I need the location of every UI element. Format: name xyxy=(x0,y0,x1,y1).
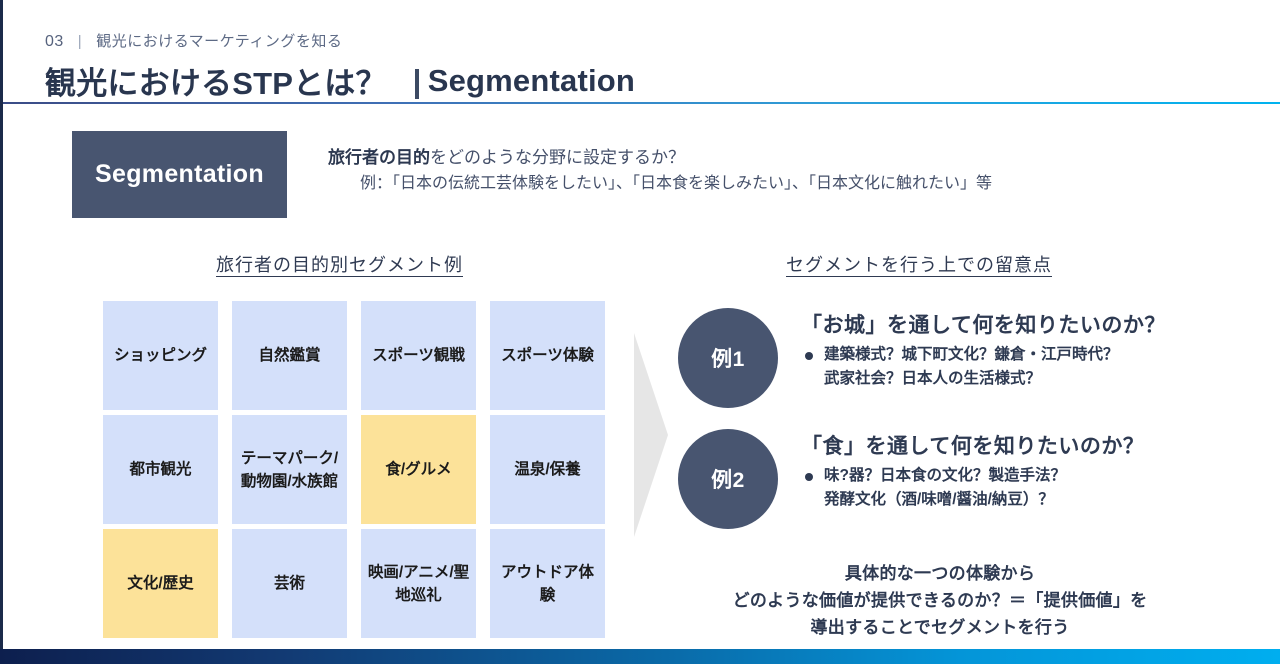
example-body: 「食」を通して何を知りたいのか？ 味?器？日本食の文化？製造手法？ 発酵文化（酒… xyxy=(801,429,1144,512)
title-divider-bar xyxy=(414,68,419,99)
page-title-sub: Segmentation xyxy=(427,62,636,98)
example-bullet-group: 味?器？日本食の文化？製造手法？ 発酵文化（酒/味噌/醤油/納豆）？ xyxy=(801,464,1144,512)
segmentation-description: 旅行者の目的をどのような分野に設定するか？ 例：「日本の伝統工芸体験をしたい」、… xyxy=(328,145,992,197)
section-label: 観光におけるマーケティングを知る xyxy=(96,33,343,50)
conclusion-text: 具体的な一つの体験から どのような価値が提供できるのか？＝「提供価値」を 導出す… xyxy=(660,560,1220,641)
example-badge: 例2 xyxy=(678,429,778,529)
segment-cell[interactable]: 温泉/保養 xyxy=(490,415,605,524)
right-panel-heading: セグメントを行う上での留意点 xyxy=(786,255,1052,275)
example-badge-label: 例1 xyxy=(711,348,745,371)
example-detail: 建築様式？城下町文化？鎌倉・江戸時代？ 武家社会？日本人の生活様式？ xyxy=(824,343,1119,391)
example-bullet-group: 建築様式？城下町文化？鎌倉・江戸時代？ 武家社会？日本人の生活様式？ xyxy=(801,343,1166,391)
segment-cell[interactable]: アウトドア体験 xyxy=(490,529,605,638)
segmentation-example: 例：「日本の伝統工芸体験をしたい」、「日本食を楽しみたい」、「日本文化に触れたい… xyxy=(360,175,993,192)
right-arrow-icon xyxy=(634,333,668,537)
breadcrumb-separator: | xyxy=(77,33,83,50)
segment-grid: ショッピング 自然鑑賞 スポーツ観戦 スポーツ体験 都市観光 テーマパーク/動物… xyxy=(103,301,605,638)
bullet-dot-icon xyxy=(805,473,813,481)
example-detail-line: 発酵文化（酒/味噌/醤油/納豆）？ xyxy=(824,491,1054,508)
segmentation-question: 旅行者の目的をどのような分野に設定するか？ xyxy=(328,145,992,171)
example-detail-line: 武家社会？日本人の生活様式？ xyxy=(824,370,1042,387)
example-title: 「食」を通して何を知りたいのか？ xyxy=(801,435,1145,458)
left-panel-heading: 旅行者の目的別セグメント例 xyxy=(216,255,463,275)
example-badge-label: 例2 xyxy=(711,469,745,492)
page-title-main: 観光におけるSTPとは？ xyxy=(45,66,387,101)
example-detail: 味?器？日本食の文化？製造手法？ 発酵文化（酒/味噌/醤油/納豆）？ xyxy=(824,464,1066,512)
segment-cell[interactable]: 映画/アニメ/聖地巡礼 xyxy=(361,529,476,638)
example-item: 例1 「お城」を通して何を知りたいのか？ 建築様式？城下町文化？鎌倉・江戸時代？… xyxy=(678,308,1166,408)
example-detail-line: 味?器？日本食の文化？製造手法？ xyxy=(824,467,1066,484)
segment-cell[interactable]: スポーツ観戦 xyxy=(361,301,476,410)
bullet-dot-icon xyxy=(805,352,813,360)
segment-cell[interactable]: 都市観光 xyxy=(103,415,218,524)
left-edge-accent xyxy=(0,0,3,664)
segment-cell-highlighted[interactable]: 食/グルメ xyxy=(361,415,476,524)
conclusion-line: 具体的な一つの体験から xyxy=(844,564,1036,583)
segment-cell[interactable]: ショッピング xyxy=(103,301,218,410)
segment-cell[interactable]: スポーツ体験 xyxy=(490,301,605,410)
segment-cell-highlighted[interactable]: 文化/歴史 xyxy=(103,529,218,638)
example-item: 例2 「食」を通して何を知りたいのか？ 味?器？日本食の文化？製造手法？ 発酵文… xyxy=(678,429,1144,529)
conclusion-line: 導出することでセグメントを行う xyxy=(810,618,1070,637)
section-number: 03 xyxy=(45,33,64,50)
segmentation-badge-label: Segmentation xyxy=(95,160,264,188)
example-body: 「お城」を通して何を知りたいのか？ 建築様式？城下町文化？鎌倉・江戸時代？ 武家… xyxy=(801,308,1166,391)
example-badge: 例1 xyxy=(678,308,778,408)
segmentation-question-bold: 旅行者の目的 xyxy=(328,148,430,167)
page-title: 観光におけるSTPとは？ Segmentation xyxy=(45,58,635,103)
footer-gradient-bar xyxy=(0,649,1280,664)
conclusion-line: どのような価値が提供できるのか？＝「提供価値」を xyxy=(732,591,1148,610)
breadcrumb: 03 | 観光におけるマーケティングを知る xyxy=(45,30,342,51)
segment-cell[interactable]: 自然鑑賞 xyxy=(232,301,347,410)
segmentation-question-rest: をどのような分野に設定するか？ xyxy=(430,148,685,167)
example-detail-line: 建築様式？城下町文化？鎌倉・江戸時代？ xyxy=(824,346,1119,363)
header-divider xyxy=(3,102,1280,104)
segmentation-badge: Segmentation xyxy=(72,131,287,218)
segment-cell[interactable]: 芸術 xyxy=(232,529,347,638)
example-title: 「お城」を通して何を知りたいのか？ xyxy=(801,314,1166,337)
segment-cell[interactable]: テーマパーク/動物園/水族館 xyxy=(232,415,347,524)
